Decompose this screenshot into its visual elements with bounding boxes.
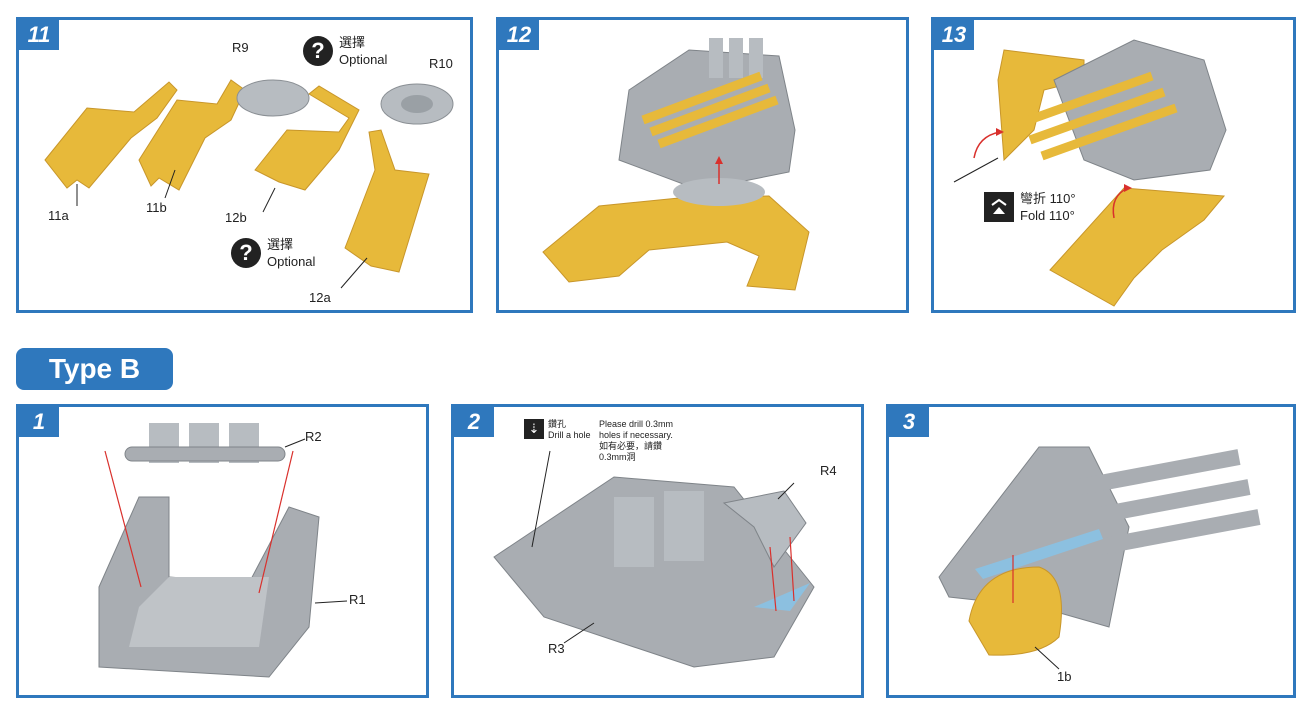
brass-gear-1b	[968, 566, 1062, 656]
brass-base-plate	[542, 195, 810, 291]
step-number: 11	[19, 20, 59, 50]
axle-r2	[124, 446, 286, 462]
type-b-step-3-illustration	[938, 446, 1261, 670]
panel-type-b-step-1: 1 R2 R1	[16, 404, 429, 698]
gun-mount-body	[1053, 39, 1227, 181]
panel-step-13: 13 彎折 110°Fold 110°	[931, 17, 1296, 313]
brass-plate-11b	[138, 79, 246, 191]
type-b-step-1-illustration	[98, 423, 348, 678]
label-r9: R9	[232, 40, 249, 55]
panel-type-b-step-3: 3 1b	[886, 404, 1296, 698]
label-r2: R2	[305, 429, 322, 444]
brass-plate-11a	[44, 81, 178, 189]
label-r10: R10	[429, 56, 453, 71]
brass-plate-12b	[254, 85, 360, 191]
step-number: 3	[889, 407, 929, 437]
section-title-type-b: Type B	[16, 348, 173, 390]
label-11a: 11a	[48, 208, 69, 223]
panel-step-12: 12	[496, 17, 909, 313]
drill-icon: ⇣	[524, 419, 544, 439]
fold-arrow-icon	[984, 192, 1014, 222]
mount-body-r3	[493, 476, 815, 668]
label-r3: R3	[548, 641, 565, 656]
step-number: 12	[499, 20, 539, 50]
question-mark-icon: ?	[231, 238, 261, 268]
fold-note: 彎折 110°Fold 110°	[984, 190, 1076, 224]
label-r4: R4	[820, 463, 837, 478]
step-13-illustration	[953, 39, 1227, 307]
step-number: 13	[934, 20, 974, 50]
disc-r9	[236, 79, 310, 117]
label-12a: 12a	[309, 290, 331, 305]
label-11b: 11b	[146, 200, 167, 215]
drill-instructions: Please drill 0.3mm holes if necessary. 如…	[599, 419, 674, 462]
step-11-illustration	[44, 79, 454, 289]
step-number: 1	[19, 407, 59, 437]
brass-plate-12a	[344, 129, 430, 273]
step-12-illustration	[542, 38, 810, 291]
label-1b: 1b	[1057, 669, 1072, 684]
question-mark-icon: ?	[303, 36, 333, 66]
label-r1: R1	[349, 592, 366, 607]
gun-mount-body	[618, 49, 796, 191]
step-number: 2	[454, 407, 494, 437]
brass-base-plate	[1049, 187, 1226, 307]
type-b-step-2-illustration	[493, 450, 815, 668]
label-12b: 12b	[225, 210, 247, 225]
